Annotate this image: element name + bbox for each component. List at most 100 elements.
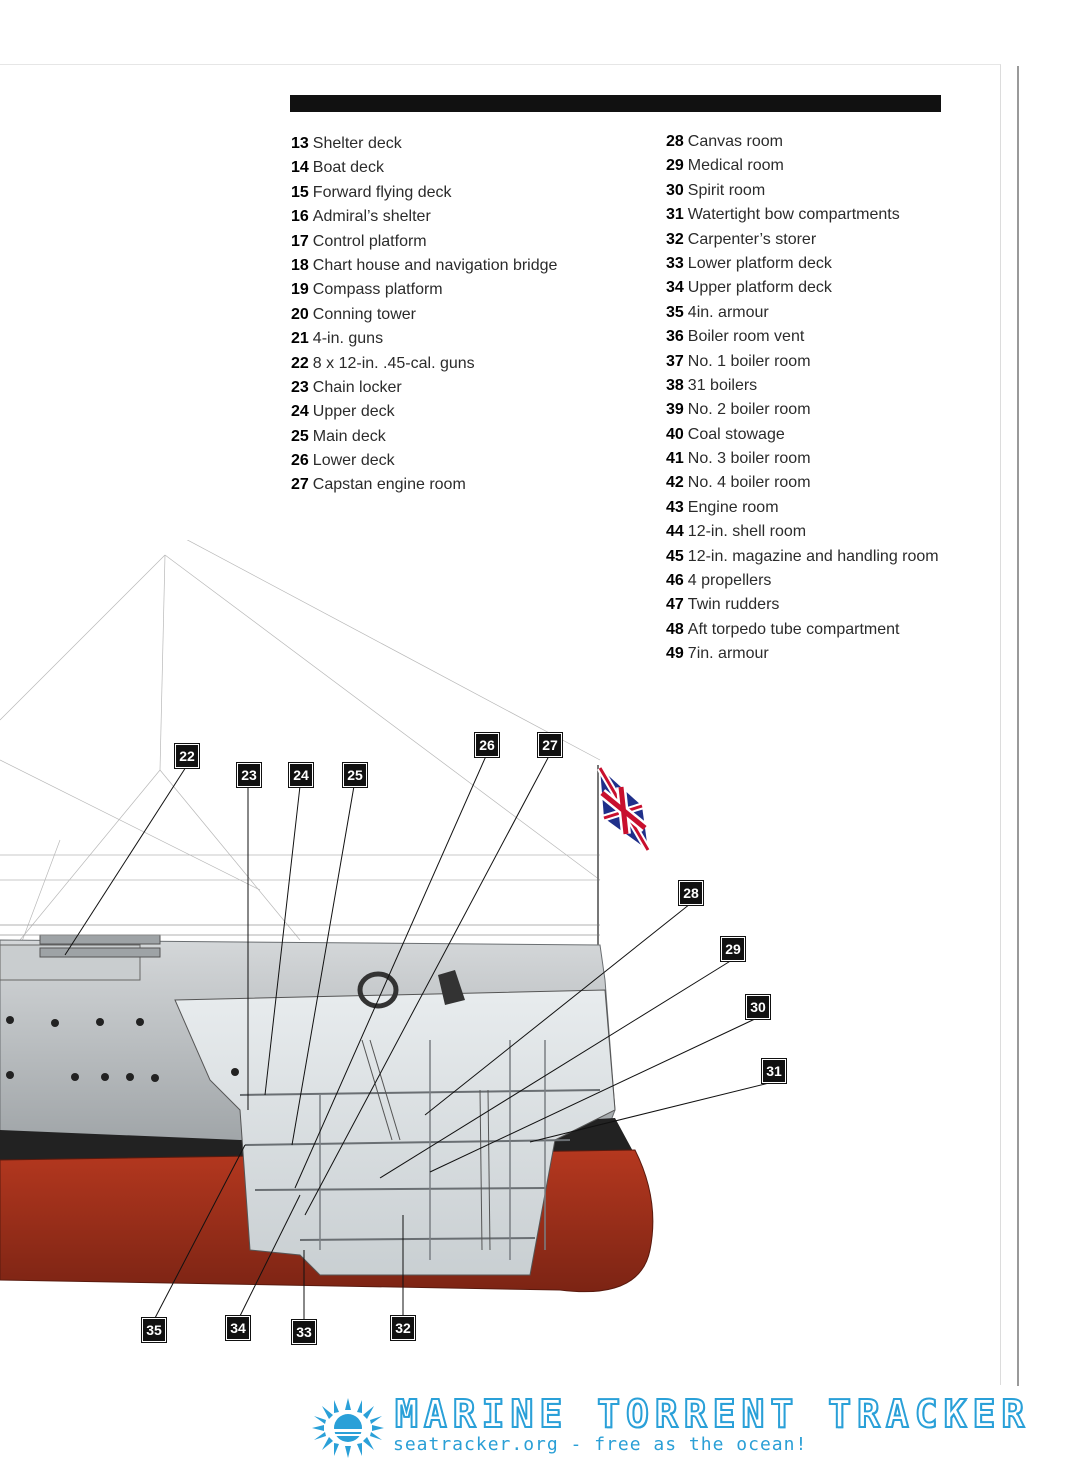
legend-label: Lower platform deck	[687, 254, 832, 272]
legend-number: 19	[291, 281, 309, 299]
leader-lines	[64, 755, 774, 1320]
legend-label: No. 1 boiler room	[687, 352, 811, 370]
gutter-line	[1017, 66, 1019, 1386]
legend-label: 4in. armour	[687, 303, 769, 321]
legend-label: 4 propellers	[687, 572, 772, 590]
legend-label: Spirit room	[687, 181, 766, 199]
callout-24: 24	[289, 763, 313, 787]
legend-number: 38	[666, 376, 684, 394]
legend-number: 28	[666, 133, 684, 150]
callout-22: 22	[175, 744, 199, 768]
legend-label: Compass platform	[312, 281, 443, 299]
legend-number: 15	[291, 183, 309, 201]
legend-number: 18	[291, 256, 309, 274]
legend-label: 7in. armour	[687, 645, 769, 663]
legend-number: 27	[291, 476, 309, 494]
forward-gun-turret	[0, 934, 161, 981]
legend-number: 13	[291, 135, 309, 152]
legend-number: 29	[666, 157, 684, 175]
watermark-subtitle: seatracker.org - free as the ocean!	[393, 1434, 808, 1455]
legend-label: Conning tower	[312, 305, 416, 323]
header-bar	[290, 95, 941, 112]
legend-label: Upper deck	[312, 403, 395, 421]
callout-26: 26	[475, 733, 499, 757]
legend-label: Engine room	[687, 498, 779, 516]
legend-number: 33	[666, 254, 684, 272]
ship-cutaway-diagram	[0, 540, 774, 1320]
callout-29: 29	[721, 937, 745, 961]
interior-decks	[239, 1089, 601, 1241]
callout-31: 31	[762, 1059, 786, 1083]
legend-number: 46	[666, 572, 684, 590]
legend-label: Canvas room	[687, 133, 783, 150]
rigging	[0, 540, 601, 1001]
legend-number: 32	[666, 230, 684, 248]
legend-number: 41	[666, 450, 684, 468]
watermark-title: MARINE TORRENT TRACKER	[394, 1391, 1031, 1437]
callout-34: 34	[226, 1316, 250, 1340]
legend-label: 4-in. guns	[312, 330, 384, 348]
ladders	[361, 1039, 491, 1251]
watermark: MARINE TORRENT TRACKER seatracker.org - …	[300, 1390, 1070, 1470]
callout-35: 35	[142, 1318, 166, 1342]
callout-28: 28	[679, 881, 703, 905]
legend-number: 34	[666, 279, 684, 297]
page-frame	[0, 64, 1001, 1385]
legend-number: 21	[291, 330, 309, 348]
legend-label: 12-in. magazine and handling room	[687, 547, 939, 565]
legend-number: 43	[666, 498, 684, 516]
legend-label: Chain locker	[312, 378, 402, 396]
legend-number: 40	[666, 425, 684, 443]
legend-label: 8 x 12-in. .45-cal. guns	[312, 354, 475, 372]
deck-railing	[0, 924, 600, 936]
cutaway-interior	[174, 989, 616, 1276]
legend-label: No. 4 boiler room	[687, 474, 811, 492]
callout-30: 30	[746, 995, 770, 1019]
legend-label: No. 2 boiler room	[687, 401, 811, 419]
legend-label: Admiral’s shelter	[312, 208, 431, 226]
legend-number: 20	[291, 305, 309, 323]
legend-label: Boat deck	[312, 159, 384, 177]
callout-23: 23	[237, 763, 261, 787]
callout-32: 32	[391, 1316, 415, 1340]
legend-label: 12-in. shell room	[687, 523, 807, 541]
callout-27: 27	[538, 733, 562, 757]
union-jack-flag-icon	[596, 766, 652, 852]
legend-label: Aft torpedo tube compartment	[687, 620, 900, 638]
legend-label: Forward flying deck	[312, 183, 452, 201]
legend-number: 17	[291, 232, 309, 250]
interior-bulkheads	[319, 1040, 546, 1260]
legend-number: 48	[666, 620, 684, 638]
legend-label: Coal stowage	[687, 425, 785, 443]
legend-number: 36	[666, 328, 684, 346]
legend-label: Twin rudders	[687, 596, 780, 614]
legend-label: Lower deck	[312, 452, 395, 470]
